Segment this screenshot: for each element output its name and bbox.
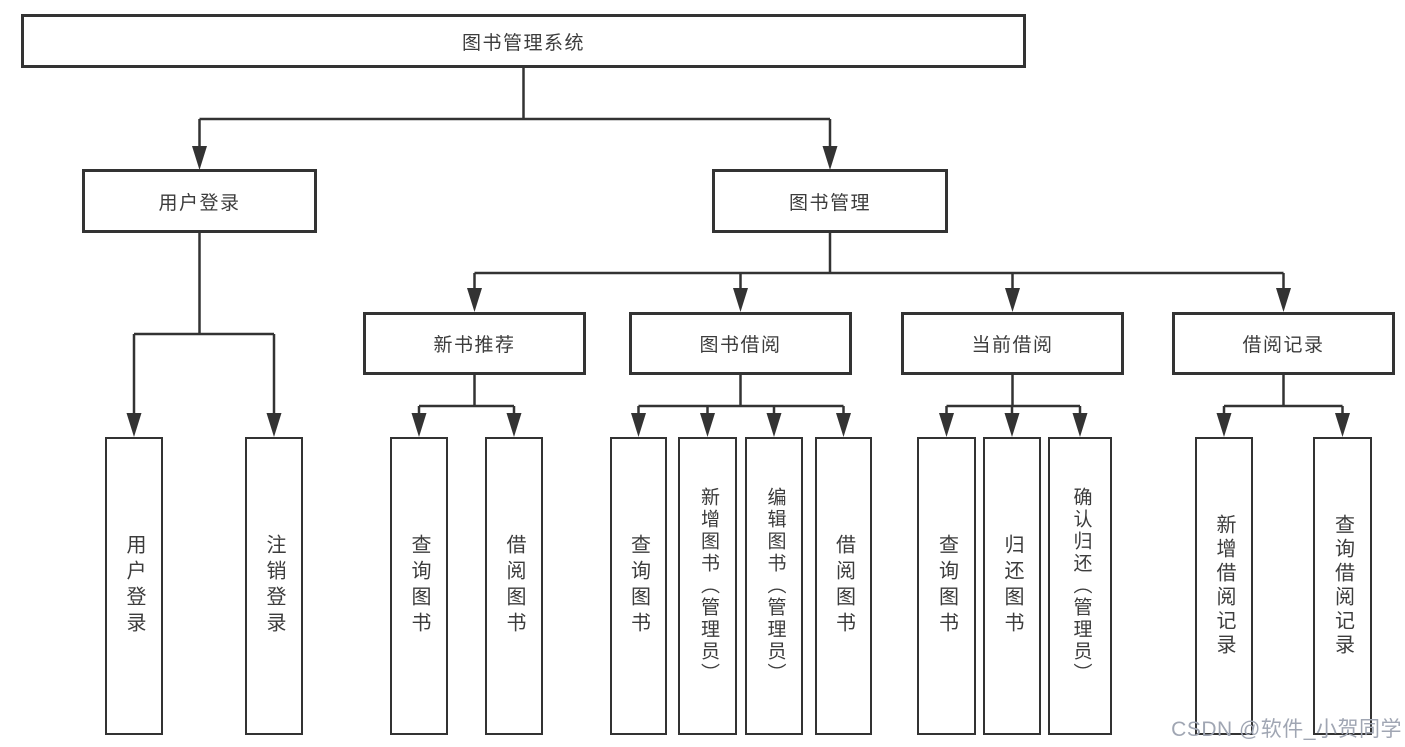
leaf-add-borrow-record: 新增借阅记录 — [1195, 437, 1253, 735]
connector-book-borrow-split — [637, 375, 845, 420]
leaf-label: 注销登录 — [263, 534, 285, 638]
watermark: CSDN @软件_小贺同学 — [1171, 718, 1402, 741]
connector-root-to-level2 — [198, 68, 832, 152]
node-label: 图书管理 — [788, 192, 871, 214]
arrow-icon — [467, 288, 482, 312]
leaf-label: 借阅图书 — [503, 534, 525, 638]
leaf-label: 用户登录 — [123, 534, 145, 638]
leaf-edit-books-admin: 编辑图书（管理员） — [745, 437, 803, 735]
leaf-label: 新增图书（管理员） — [697, 487, 719, 685]
leaf-user-login: 用户登录 — [105, 437, 163, 735]
node-new-book-recommend: 新书推荐 — [363, 312, 586, 375]
leaf-logout: 注销登录 — [245, 437, 303, 735]
connector-book-management-split — [473, 233, 1285, 295]
arrow-icon — [822, 146, 838, 170]
node-label: 新书推荐 — [433, 335, 516, 356]
leaf-label: 归还图书 — [1001, 534, 1023, 638]
leaf-query-books-current: 查询图书 — [917, 437, 976, 735]
leaf-query-books-recommend: 查询图书 — [390, 437, 448, 735]
leaf-label: 确认归还（管理员） — [1070, 487, 1092, 685]
arrow-icon — [700, 413, 715, 437]
arrow-icon — [126, 413, 142, 437]
arrow-icon — [506, 413, 522, 437]
leaf-return-books: 归还图书 — [983, 437, 1041, 735]
arrow-icon — [1072, 413, 1088, 437]
connector-new-book-recommend-split — [417, 375, 516, 420]
arrow-icon — [836, 413, 851, 437]
leaf-query-borrow-record: 查询借阅记录 — [1313, 437, 1372, 735]
node-user-login: 用户登录 — [82, 169, 317, 233]
node-borrow-record: 借阅记录 — [1172, 312, 1395, 375]
node-label: 借阅记录 — [1242, 335, 1325, 356]
arrow-icon — [1216, 413, 1232, 437]
arrow-icon — [1335, 413, 1350, 437]
leaf-borrow-books: 借阅图书 — [815, 437, 872, 735]
leaf-label: 查询图书 — [627, 534, 650, 638]
node-label: 图书管理系统 — [461, 32, 585, 54]
node-library-management-system: 图书管理系统 — [21, 14, 1026, 68]
node-current-borrow: 当前借阅 — [901, 312, 1124, 375]
arrow-icon — [1005, 288, 1020, 312]
arrow-icon — [192, 146, 207, 170]
arrow-icon — [631, 413, 646, 437]
connector-borrow-record-split — [1222, 375, 1344, 420]
node-label: 图书借阅 — [699, 335, 782, 356]
leaf-query-books-borrow: 查询图书 — [610, 437, 667, 735]
arrow-icon — [939, 413, 954, 437]
node-book-management: 图书管理 — [712, 169, 948, 233]
leaf-label: 借阅图书 — [832, 534, 855, 638]
arrow-icon — [411, 413, 427, 437]
leaf-add-books-admin: 新增图书（管理员） — [678, 437, 737, 735]
arrow-icon — [266, 413, 282, 437]
leaf-label: 查询图书 — [408, 534, 430, 638]
leaf-label: 新增借阅记录 — [1213, 514, 1235, 658]
connector-current-borrow-split — [945, 375, 1082, 420]
leaf-label: 查询借阅记录 — [1331, 514, 1354, 658]
node-label: 当前借阅 — [971, 335, 1054, 356]
arrow-icon — [733, 288, 748, 312]
node-book-borrow: 图书借阅 — [629, 312, 852, 375]
connector-user-login-split — [132, 233, 276, 420]
leaf-label: 编辑图书（管理员） — [764, 487, 786, 685]
arrow-icon — [1004, 413, 1020, 437]
leaf-label: 查询图书 — [935, 534, 958, 638]
leaf-confirm-return-admin: 确认归还（管理员） — [1048, 437, 1112, 735]
leaf-borrow-books-recommend: 借阅图书 — [485, 437, 543, 735]
arrow-icon — [766, 413, 782, 437]
arrow-icon — [1276, 288, 1291, 312]
node-label: 用户登录 — [158, 192, 241, 214]
